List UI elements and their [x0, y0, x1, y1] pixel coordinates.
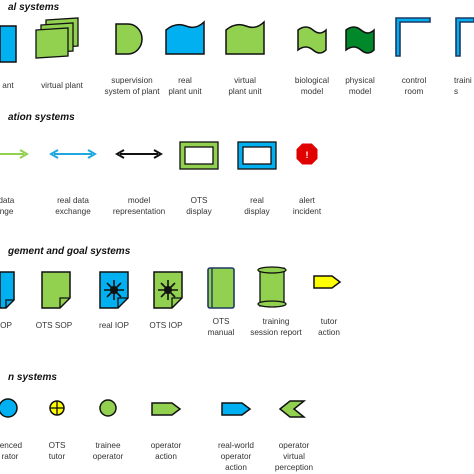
operator-virtual-perception-icon: [278, 400, 307, 418]
section-title-physical-systems: al systems: [8, 2, 60, 13]
label-virtual-plant-unit: virtual plant unit: [228, 76, 262, 96]
label-ots-iop: OTS IOP: [149, 321, 183, 330]
ots-tutor-icon: [49, 400, 65, 416]
supervision-system-icon: [115, 23, 143, 55]
label-operator-virtual-perception: operator virtual perception: [274, 441, 314, 472]
physical-model-icon: [345, 26, 375, 54]
ots-display-icon: [179, 141, 219, 170]
virtual-plant-icon: [35, 17, 79, 59]
ots-manual-icon: [207, 267, 235, 309]
model-data-exchange-icon: [0, 149, 30, 159]
section-title-information-systems: ation systems: [8, 112, 75, 123]
label-training-session-report: training session report: [250, 317, 302, 337]
section-title-human-systems: n systems: [8, 372, 57, 383]
trainee-operator-icon: [99, 399, 117, 417]
label-ots-tutor: OTS tutor: [48, 441, 66, 461]
real-plant-icon: [0, 25, 17, 63]
label-training-system: traini s: [454, 76, 472, 96]
ots-sop-icon: [41, 271, 71, 309]
control-room-icon: [395, 17, 431, 57]
label-operator-action: operator action: [150, 441, 182, 461]
label-ots-sop: OTS SOP: [35, 321, 73, 330]
virtual-plant-unit-icon: [225, 20, 265, 55]
real-display-icon: [237, 141, 277, 170]
label-alert-incident: alert incident: [292, 196, 322, 216]
tutor-action-icon: [313, 275, 342, 289]
label-biological-model: biological model: [294, 76, 330, 96]
label-ots-display: OTS display: [186, 196, 212, 216]
label-trainee-operator: trainee operator: [92, 441, 124, 461]
model-representation-icon: [114, 149, 164, 159]
real-iop-icon: [99, 271, 129, 309]
label-model-data-exchange: el data hange: [0, 196, 15, 216]
label-real-plant: ant: [2, 81, 14, 90]
label-virtual-plant: virtual plant: [41, 81, 83, 90]
label-real-display: real display: [244, 196, 270, 216]
ots-iop-icon: [153, 271, 183, 309]
label-sop: OP: [0, 321, 12, 330]
label-real-data-exchange: real data exchange: [55, 196, 91, 216]
training-session-report-icon: [257, 266, 287, 308]
section-title-management-goal-systems: gement and goal systems: [8, 246, 131, 257]
label-real-iop: real IOP: [98, 321, 130, 330]
operator-action-icon: [151, 402, 182, 416]
training-system-icon: [455, 17, 474, 57]
alert-glyph: !: [306, 150, 309, 160]
real-data-exchange-icon: [48, 149, 98, 159]
real-world-operator-action-icon: [221, 402, 252, 416]
label-control-room: control room: [401, 76, 427, 96]
real-plant-unit-icon: [165, 20, 205, 55]
label-tutor-action: tutor action: [318, 317, 340, 337]
experienced-operator-icon: [0, 398, 18, 418]
label-real-world-operator-action: real-world operator action: [218, 441, 254, 472]
alert-incident-icon: !: [295, 142, 319, 166]
label-physical-model: physical model: [345, 76, 375, 96]
sop-icon: [0, 271, 15, 309]
label-ots-manual: OTS manual: [207, 317, 235, 337]
biological-model-icon: [297, 26, 327, 54]
label-real-plant-unit: real plant unit: [168, 76, 202, 96]
label-model-representation: model representation: [112, 196, 166, 216]
label-experienced-operator: ienced rator: [0, 441, 23, 461]
label-supervision-system: supervision system of plant: [104, 76, 160, 96]
